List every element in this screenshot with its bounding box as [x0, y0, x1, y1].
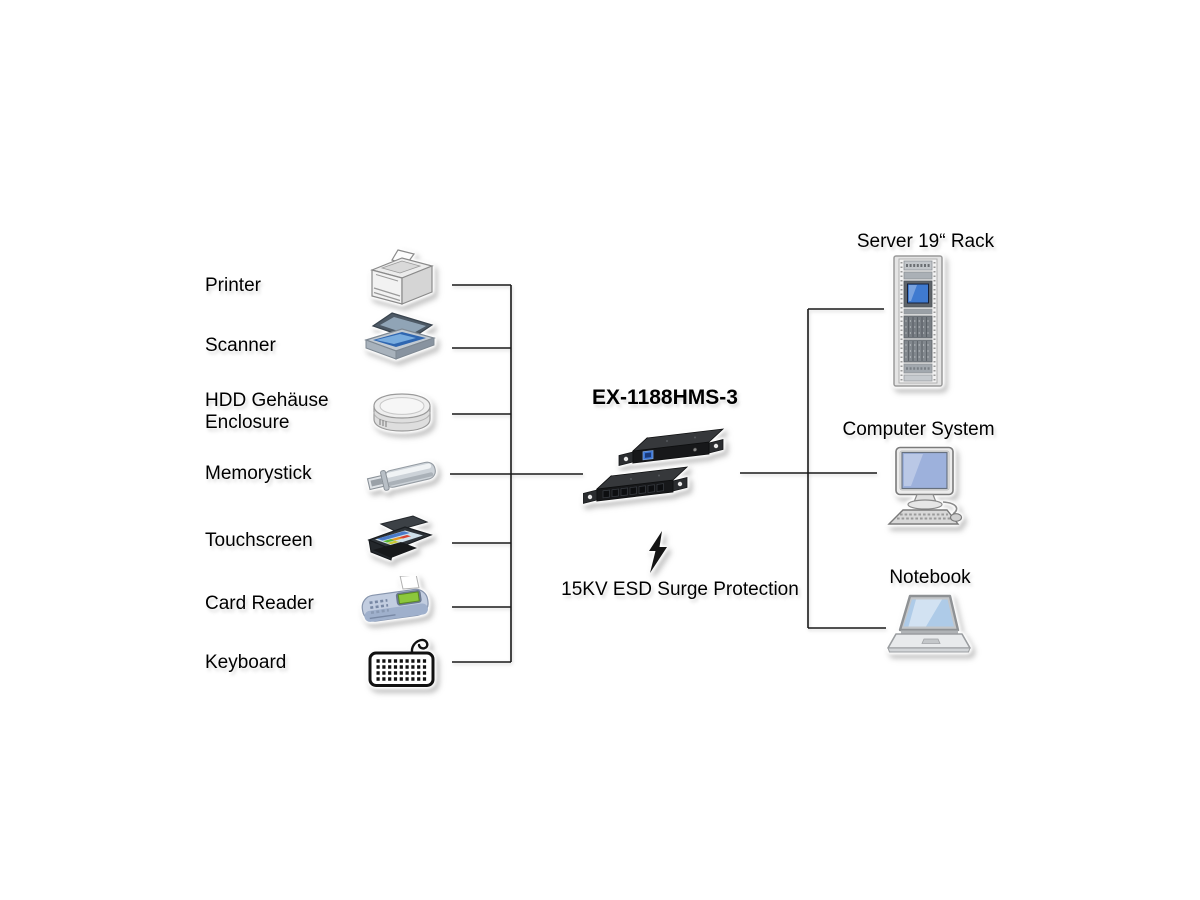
card-reader-display — [397, 591, 420, 605]
memorystick-icon — [362, 453, 442, 499]
hub-model-label: EX-1188HMS-3 — [592, 386, 738, 409]
notebook-screen — [903, 599, 954, 627]
device-label-hdd-line1: HDD Gehäuse — [205, 390, 329, 411]
printer-icon — [368, 248, 436, 306]
keyboard-cable — [410, 638, 429, 654]
card-reader-icon — [358, 576, 436, 630]
usb-hub-device-icon — [583, 428, 735, 522]
device-label-scanner: Scanner — [205, 335, 276, 356]
hub-usb-a-ports — [602, 483, 664, 499]
lightning-bolt-icon — [643, 530, 673, 574]
desktop-computer-icon — [883, 446, 965, 530]
device-label-printer: Printer — [205, 275, 261, 296]
hub-rear-unit — [618, 428, 725, 467]
device-label-hdd-enclosure: HDD Gehäuse Enclosure — [205, 390, 329, 434]
keyboard-icon — [368, 634, 435, 688]
hdd-enclosure-icon — [370, 390, 434, 438]
device-label-memorystick: Memorystick — [205, 463, 312, 484]
server-rack-icon — [893, 255, 943, 387]
device-label-keyboard: Keyboard — [205, 652, 287, 673]
hub-front-unit — [583, 466, 689, 504]
touchscreen-icon — [361, 514, 437, 570]
desktop-keyboard — [887, 509, 960, 525]
host-label-server-rack: Server 19“ Rack — [856, 231, 995, 252]
device-label-hdd-line2: Enclosure — [205, 412, 290, 433]
monitor-screen — [901, 451, 948, 490]
device-label-card-reader: Card Reader — [205, 593, 314, 614]
notebook-icon — [886, 594, 972, 656]
host-label-computer-system: Computer System — [842, 419, 995, 440]
device-label-touchscreen: Touchscreen — [205, 530, 313, 551]
desktop-mouse — [949, 513, 963, 522]
hub-power-jack — [692, 447, 698, 452]
rack-console-screen — [907, 283, 929, 304]
hub-feature-label: 15KV ESD Surge Protection — [561, 579, 799, 600]
mouse-cable — [942, 501, 958, 515]
scanner-icon — [364, 312, 436, 369]
host-label-notebook: Notebook — [889, 567, 971, 588]
